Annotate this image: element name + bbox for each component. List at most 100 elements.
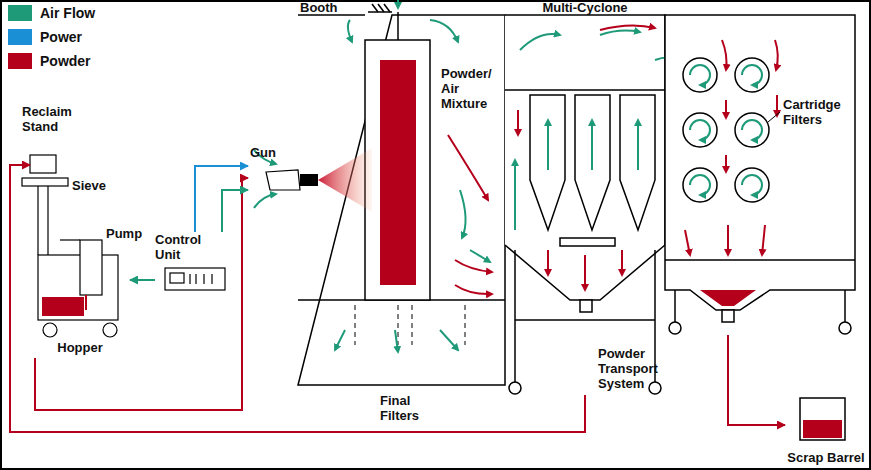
art-path [600, 31, 640, 35]
art-path [298, 15, 505, 385]
art-line [355, 305, 356, 345]
legend-text: Air Flow [40, 5, 95, 21]
flow-line [130, 279, 155, 281]
art-path [455, 260, 492, 272]
art-line [189, 274, 190, 284]
art-path [591, 120, 593, 170]
cartridge-collector: Cartridge Filters [665, 15, 855, 335]
art-rect [300, 174, 318, 186]
art-rect [80, 240, 102, 295]
art-circle [669, 322, 681, 334]
node-label: Gun [250, 145, 280, 160]
art-line [465, 305, 466, 345]
art-path [455, 285, 492, 294]
art-rect [580, 300, 592, 312]
node-label: Booth [300, 0, 360, 15]
node-label: Hopper [30, 340, 130, 355]
art-rect [30, 155, 56, 173]
art-rect [560, 238, 615, 246]
art-circle [103, 323, 117, 337]
art-path [685, 230, 690, 255]
control-unit: Control Unit [155, 232, 235, 297]
art-rect [22, 178, 68, 186]
art-path [448, 135, 488, 200]
art-g [165, 268, 225, 290]
flow-line [195, 166, 248, 232]
art-circle [735, 58, 769, 92]
flow-line [10, 165, 585, 432]
art-line [397, 12, 399, 40]
art-path [460, 190, 466, 238]
art-circle [43, 323, 57, 337]
art-circle [683, 113, 717, 147]
art-path [762, 225, 765, 255]
art-line [505, 89, 665, 91]
art-path [620, 95, 655, 230]
art-line [515, 319, 655, 321]
node-label: Multi-Cyclone [505, 0, 665, 15]
art-path [547, 120, 549, 170]
art-g [690, 65, 762, 195]
art-g [505, 15, 665, 394]
node-label: Control Unit [155, 232, 225, 262]
flow-line [222, 190, 248, 232]
art-g [448, 135, 492, 294]
art-path [621, 250, 623, 275]
art-path [584, 255, 586, 290]
legend-text: Power [40, 29, 82, 45]
art-circle [649, 382, 661, 394]
flow-line [35, 178, 248, 410]
art-path [266, 170, 300, 190]
art-circle [509, 382, 521, 394]
art-line [47, 186, 48, 255]
flow-label: Powder/ Air Mixture [441, 66, 503, 111]
art-path [700, 290, 756, 306]
art-g [518, 25, 655, 290]
art-path [397, 0, 399, 8]
art-path [517, 110, 519, 135]
art-circle [735, 113, 769, 147]
legend-swatch [8, 29, 32, 45]
art-rect [165, 268, 225, 290]
art-line [412, 305, 413, 345]
art-circle [735, 168, 769, 202]
art-path [742, 65, 762, 85]
multi-cyclone: Multi-Cyclone [505, 0, 665, 395]
art-path [776, 95, 778, 116]
art-line [674, 290, 676, 322]
legend-text: Powder [40, 53, 91, 69]
art-path [430, 20, 458, 42]
art-path [514, 160, 516, 230]
node-label: Cartridge Filters [783, 97, 851, 127]
art-line [368, 11, 392, 13]
art-g [298, 4, 505, 385]
art-line [398, 305, 399, 345]
art-polygon [318, 148, 372, 212]
art-path [520, 34, 560, 50]
part-label: Reclaim Stand [22, 104, 92, 134]
part-label: Sieve [72, 178, 122, 193]
art-line [378, 4, 384, 12]
art-path [727, 225, 729, 255]
art-g [685, 40, 778, 255]
art-line [768, 112, 780, 122]
art-g [254, 0, 490, 352]
art-line [203, 274, 204, 284]
art-line [844, 290, 846, 322]
art-g [665, 15, 855, 334]
art-rect [38, 255, 118, 320]
art-line [372, 4, 378, 12]
art-path [725, 100, 727, 118]
art-path [348, 20, 352, 42]
legend-swatch [8, 5, 32, 21]
spray-gun: Gun [248, 145, 318, 198]
art-line [195, 274, 196, 284]
scrap-barrel: Scrap Barrel [785, 392, 867, 468]
art-path [395, 330, 398, 352]
art-path [690, 120, 710, 140]
art-path [335, 330, 345, 350]
art-path [470, 250, 490, 262]
art-circle [683, 58, 717, 92]
art-circle [839, 322, 851, 334]
